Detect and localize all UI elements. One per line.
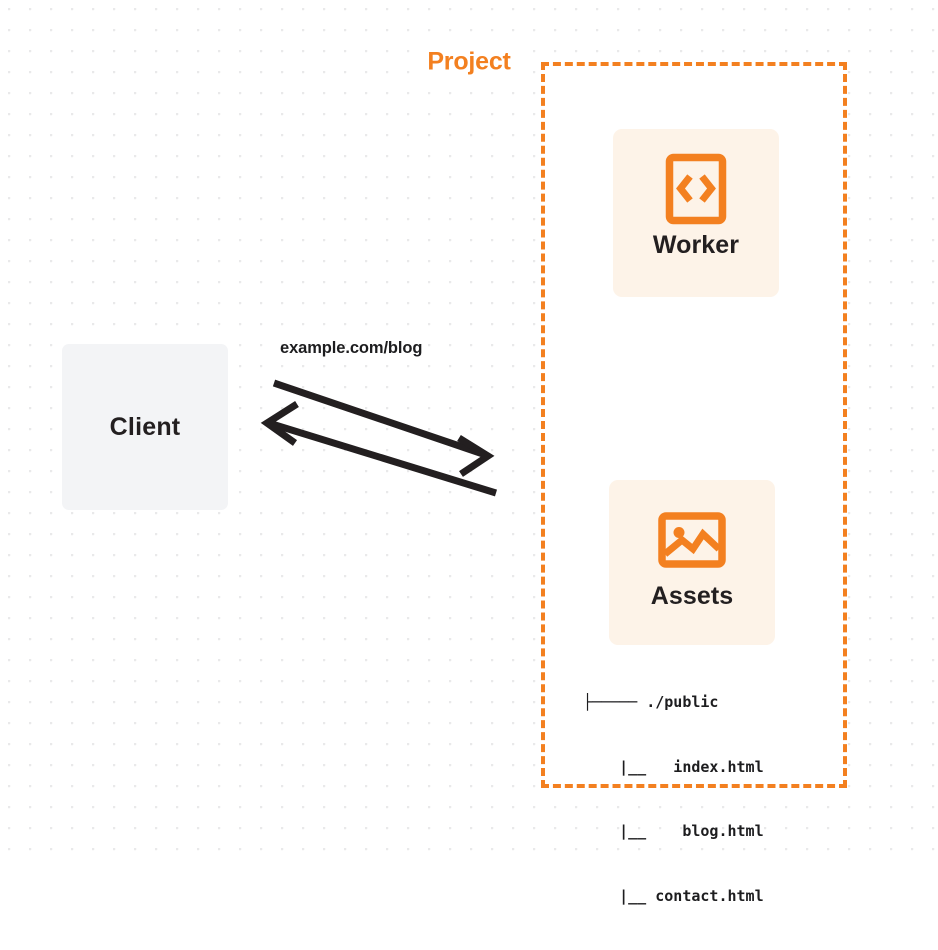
code-file-icon <box>665 153 727 225</box>
client-node-label: Client <box>109 412 181 441</box>
request-arrow <box>272 379 495 477</box>
assets-node[interactable]: Assets <box>609 480 775 645</box>
worker-node[interactable]: Worker <box>613 129 779 297</box>
image-file-icon <box>658 512 726 568</box>
diagram-canvas: Client example.com/blog Project Worker <box>0 0 938 905</box>
response-arrow <box>260 401 498 497</box>
assets-node-label: Assets <box>650 582 734 610</box>
file-tree-row: |__ contact.html <box>583 886 764 905</box>
request-url-label: example.com/blog <box>280 339 423 357</box>
file-tree-row: ├───── ./public <box>583 693 719 711</box>
client-node[interactable]: Client <box>62 344 228 510</box>
file-tree-row: |__ index.html <box>583 757 764 776</box>
project-title: Project <box>420 47 518 77</box>
file-tree-row: |__ blog.html <box>583 822 764 840</box>
assets-file-tree: ├───── ./public |__ index.html |__ blog.… <box>583 649 764 950</box>
worker-node-label: Worker <box>652 231 740 259</box>
